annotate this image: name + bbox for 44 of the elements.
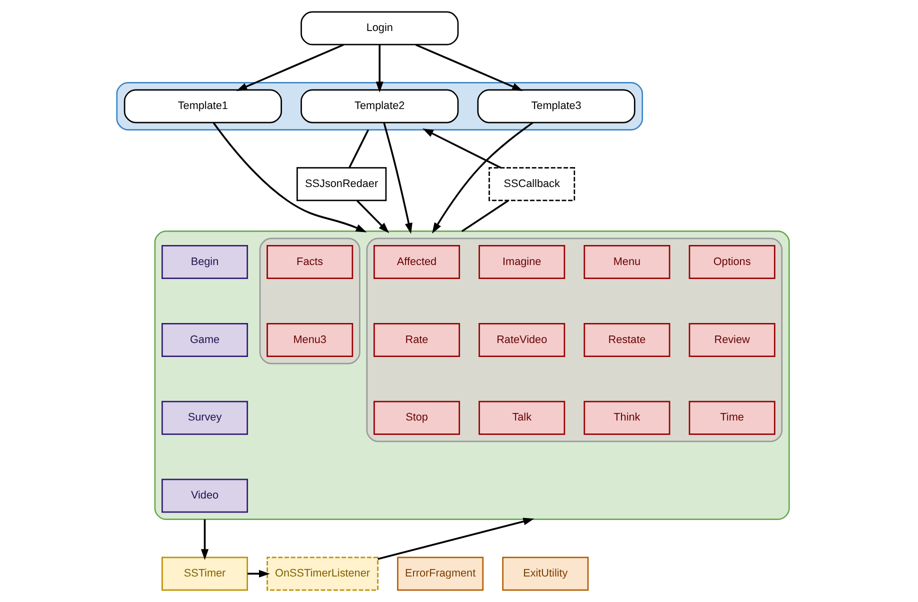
node-box: Options <box>688 245 775 280</box>
arrow <box>422 128 501 169</box>
node-box: RateVideo <box>478 322 565 357</box>
node-box: Facts <box>266 245 353 280</box>
node-box: SSJsonRedaer <box>296 167 386 202</box>
arrow <box>212 122 366 232</box>
node-box: Time <box>688 400 775 435</box>
node-box: Rate <box>373 322 460 357</box>
cluster <box>258 238 360 364</box>
node-box: Template1 <box>123 89 282 124</box>
node-box: Menu3 <box>266 322 353 357</box>
arrow <box>432 122 533 234</box>
node-box: Template3 <box>476 89 635 124</box>
node-box: OnSSTimerListener <box>266 556 378 591</box>
node-box: Talk <box>478 400 565 435</box>
node-box: Stop <box>373 400 460 435</box>
node-box: SSCallback <box>488 167 575 202</box>
node-box: Video <box>161 478 248 513</box>
node-box: Menu <box>583 245 670 280</box>
node-box: ErrorFragment <box>396 556 484 591</box>
arrow <box>414 44 522 91</box>
node-box: Survey <box>161 400 248 435</box>
node-box: Affected <box>373 245 460 280</box>
cluster <box>154 230 790 520</box>
node-box: Template2 <box>300 89 458 124</box>
arrow <box>236 44 344 91</box>
arrow <box>375 44 383 93</box>
node-box: Review <box>688 322 775 357</box>
node-box: Think <box>583 400 670 435</box>
connector <box>460 200 508 232</box>
node-box: SSTimer <box>161 556 248 591</box>
cluster <box>366 238 782 442</box>
arrow <box>356 200 389 234</box>
node-box: Restate <box>583 322 670 357</box>
node-box: Login <box>300 11 458 46</box>
arrow <box>377 518 534 560</box>
node-box: Game <box>161 322 248 357</box>
node-box: Begin <box>161 245 248 280</box>
node-box: Imagine <box>478 245 565 280</box>
node-box: ExitUtility <box>502 556 588 591</box>
arrow <box>247 570 270 578</box>
connector <box>348 129 369 168</box>
arrow <box>200 519 208 560</box>
arrow <box>382 122 412 234</box>
